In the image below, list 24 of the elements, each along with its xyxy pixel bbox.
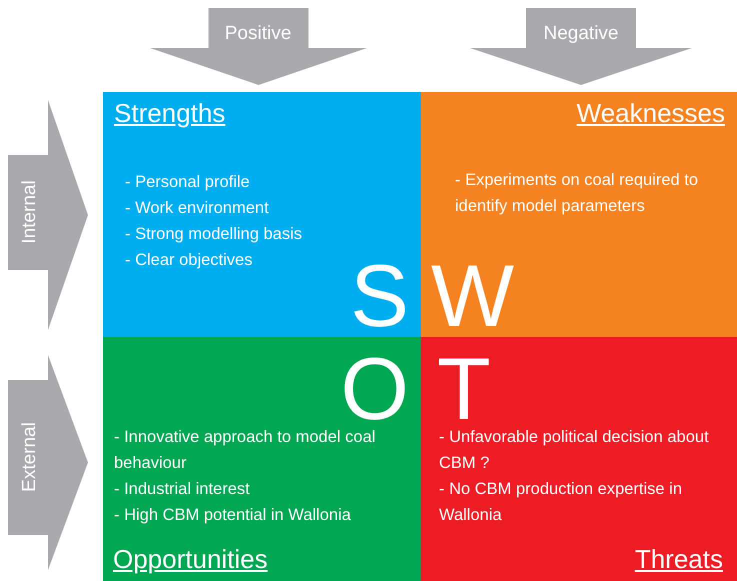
bullet-item: - Unfavorable political decision about CBM ? [439, 427, 710, 474]
quadrant-heading: Threats [634, 544, 723, 575]
quadrant-heading: Weaknesses [576, 98, 725, 129]
quadrant-panel [421, 337, 737, 581]
quadrant-letter: S [350, 252, 409, 340]
quadrant-panel [103, 337, 421, 581]
arrow-label: Internal [19, 180, 41, 244]
bullet-item: - Industrial interest [114, 479, 251, 500]
quadrant-letter: W [431, 252, 514, 340]
bullet-item: - Clear objectives [125, 250, 254, 271]
bullet-item: - Work environment [125, 198, 270, 219]
bullet-item: - Strong modelling basis [125, 224, 304, 245]
quadrant-panel [103, 92, 421, 337]
arrow-label: Positive [224, 23, 292, 45]
arrow-label: External [19, 422, 41, 492]
bullet-item: - No CBM production expertise in Wallonia [439, 479, 684, 526]
arrow-label: Negative [544, 23, 618, 45]
bullet-item: - Experiments on coal required to identify model parameters [455, 170, 700, 217]
bullet-item: - High CBM potential in Wallonia [114, 505, 352, 526]
quadrant-panel [421, 92, 737, 337]
quadrant-heading: Strengths [114, 98, 226, 129]
bullet-item: - Personal profile [125, 172, 251, 193]
bullet-item: - Innovative approach to model coal behaviour [114, 427, 376, 474]
quadrant-heading: Opportunities [113, 544, 268, 575]
